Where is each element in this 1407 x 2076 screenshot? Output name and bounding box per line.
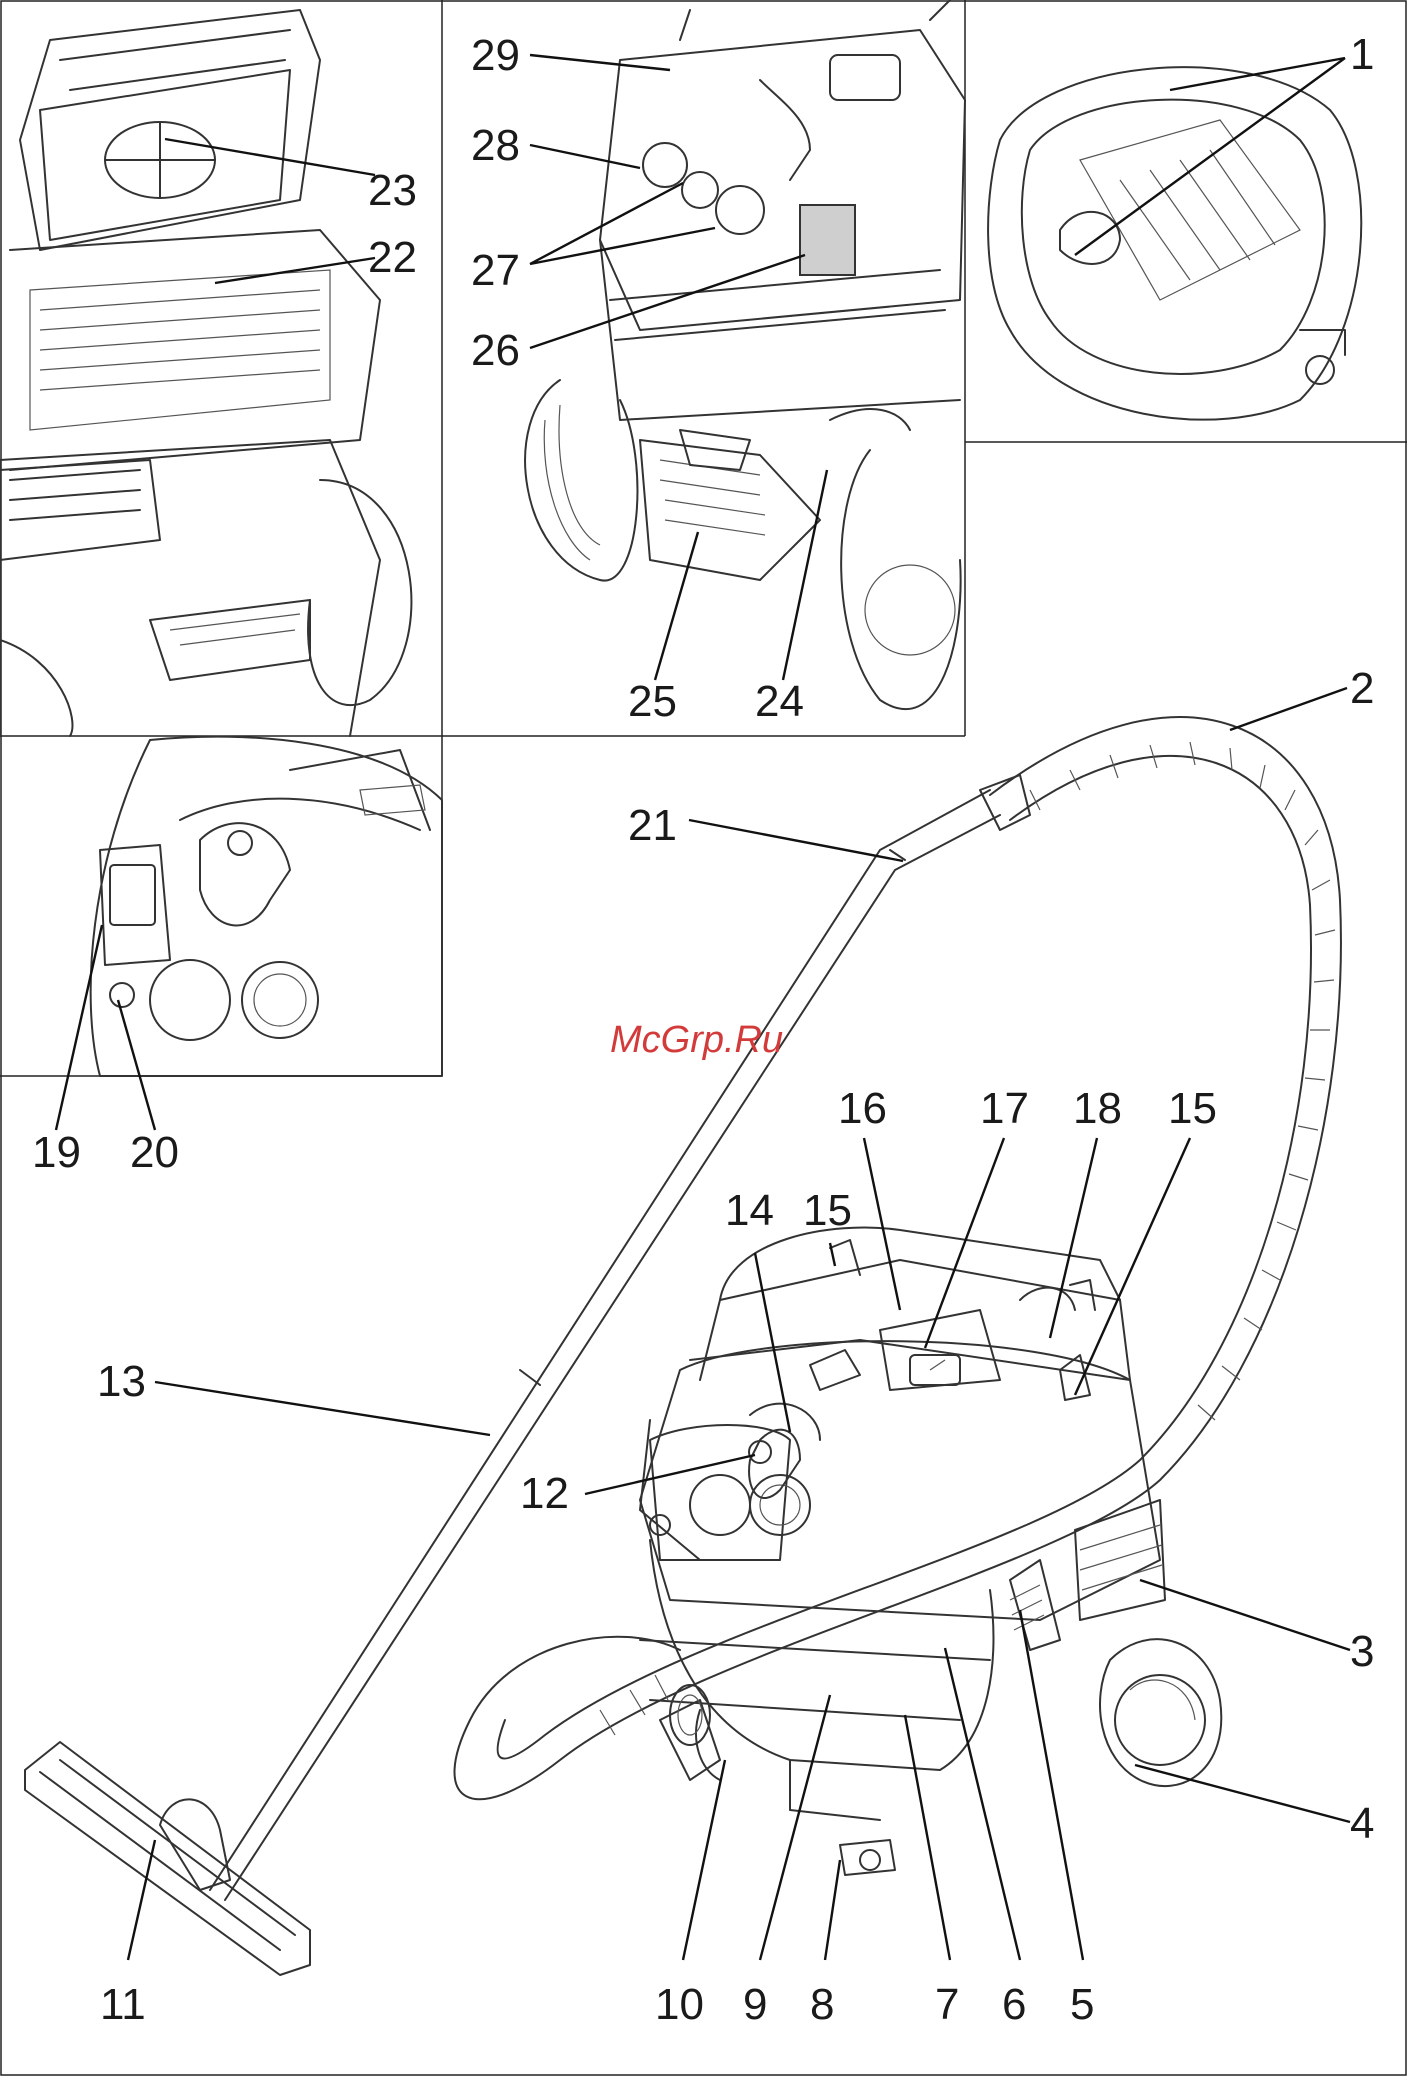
filter-compartment-illustration — [0, 10, 411, 736]
callout-25: 25 — [628, 677, 677, 726]
callout-4: 4 — [1350, 1799, 1374, 1848]
callout-12: 12 — [520, 1469, 569, 1518]
callout-15-left: 15 — [803, 1186, 852, 1235]
callout-9: 9 — [743, 1980, 767, 2029]
callout-16: 16 — [838, 1084, 887, 1133]
filter-cage-illustration — [988, 67, 1361, 419]
rear-view-illustration — [525, 0, 965, 709]
callout-20: 20 — [130, 1128, 179, 1177]
callout-2: 2 — [1350, 664, 1374, 713]
callout-8: 8 — [810, 1980, 834, 2029]
callout-11: 11 — [100, 1980, 146, 2029]
callout-23: 23 — [368, 166, 417, 215]
callout-21: 21 — [628, 801, 677, 850]
callout-18: 18 — [1073, 1084, 1122, 1133]
watermark: McGrp.Ru — [610, 1019, 783, 1061]
callout-27: 27 — [471, 246, 520, 295]
callout-3: 3 — [1350, 1627, 1374, 1676]
callout-26: 26 — [471, 326, 520, 375]
callout-29: 29 — [471, 31, 520, 80]
callout-15-right: 15 — [1168, 1084, 1217, 1133]
vacuum-body-illustration — [640, 1228, 1221, 1875]
callout-5: 5 — [1070, 1980, 1094, 2029]
callout-17: 17 — [980, 1084, 1029, 1133]
callout-1: 1 — [1350, 30, 1374, 79]
callout-28: 28 — [471, 121, 520, 170]
callout-19: 19 — [32, 1128, 81, 1177]
floor-nozzle-illustration — [25, 1742, 310, 1975]
callout-6: 6 — [1002, 1980, 1026, 2029]
callout-24: 24 — [755, 677, 804, 726]
callout-22: 22 — [368, 233, 417, 282]
callout-7: 7 — [935, 1980, 959, 2029]
callout-10: 10 — [655, 1980, 704, 2029]
control-panel-illustration — [91, 737, 442, 1076]
callout-13: 13 — [97, 1357, 146, 1406]
suction-hose-illustration — [454, 717, 1340, 1799]
callout-14: 14 — [725, 1186, 774, 1235]
